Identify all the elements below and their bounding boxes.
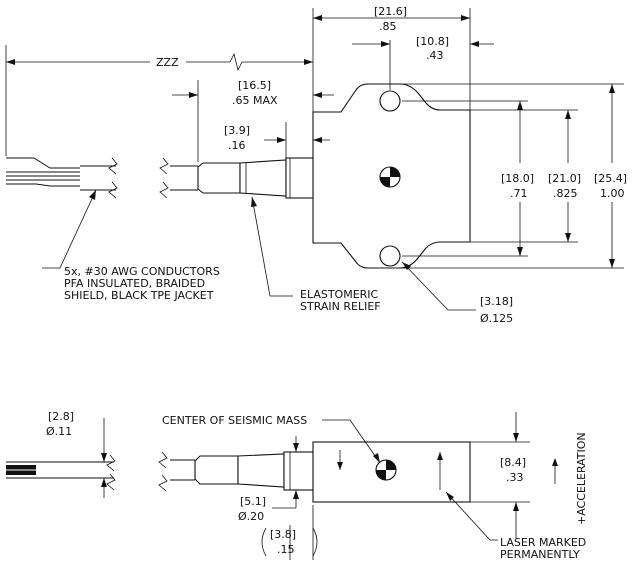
dim-cable-dia-mm: [2.8] (48, 410, 74, 423)
note-conductors-2: PFA INSULATED, BRAIDED (64, 277, 205, 290)
dim-height-25: [25.4] 1.00 (400, 83, 627, 269)
dim-relief-step: [3.8] .15 (261, 505, 318, 560)
dim-relief-step-mm: [3.8] (270, 528, 296, 541)
note-seismic-mass: CENTER OF SEISMIC MASS (162, 414, 307, 427)
dim-relief-dia-mm: [5.1] (240, 495, 266, 508)
dim-height-21: [21.0] .825 (470, 109, 581, 243)
dim-side-height: [8.4] .33 (470, 412, 530, 538)
dim-cable-dia-in: Ø.11 (46, 425, 72, 438)
dim-relief-length-mm: [16.5] (238, 79, 271, 92)
side-cable (6, 451, 195, 492)
dim-width-mm: [21.6] (374, 5, 407, 18)
note-relief-2: STRAIN RELIEF (300, 300, 381, 313)
dim-hole-offset-mm: [10.8] (416, 35, 449, 48)
dim-cable-dia: [2.8] Ø.11 (46, 410, 110, 498)
note-laser-1: LASER MARKED (500, 536, 586, 549)
dim-height-25-in: 1.00 (600, 187, 625, 200)
top-view: [21.6] .85 [10.8] .43 ZZZ (5, 5, 627, 325)
dim-width-in: .85 (379, 20, 397, 33)
dim-hole-offset: [10.8] .43 (352, 35, 494, 90)
dim-relief-tip-mm: [3.9] (224, 124, 250, 137)
side-center-of-mass-symbol (375, 459, 397, 481)
dim-relief-tip-in: .16 (228, 139, 246, 152)
side-view: [2.8] Ø.11 [5.1] Ø.20 [3.8] .15 CENTER O… (6, 410, 588, 561)
dim-height-18: [18.0] .71 (402, 100, 534, 257)
callout-laser-marked: LASER MARKED PERMANENTLY (445, 491, 586, 561)
note-conductors-3: SHIELD, BLACK TPE JACKET (64, 289, 214, 302)
dim-height-18-mm: [18.0] (501, 172, 534, 185)
dim-relief-length-in: .65 MAX (232, 94, 278, 107)
acceleration-indicator: +ACCELERATION (552, 432, 588, 525)
strain-relief (197, 157, 314, 199)
dim-side-height-mm: [8.4] (500, 456, 526, 469)
dim-height-21-in: .825 (553, 187, 578, 200)
dim-relief-dia-in: Ø.20 (238, 510, 264, 523)
note-acceleration: +ACCELERATION (575, 432, 588, 525)
note-conductors-1: 5x, #30 AWG CONDUCTORS (64, 265, 220, 278)
callout-strain-relief: ELASTOMERIC STRAIN RELIEF (251, 196, 381, 313)
dim-height-21-mm: [21.0] (548, 172, 581, 185)
cable (6, 157, 198, 199)
callout-hole-diameter: [3.18] Ø.125 (401, 261, 513, 325)
mounting-hole-bottom (379, 245, 401, 267)
mounting-hole-top (379, 90, 401, 112)
dim-hole-dia-mm: [3.18] (480, 295, 513, 308)
callout-conductors: 5x, #30 AWG CONDUCTORS PFA INSULATED, BR… (42, 189, 220, 302)
dim-side-height-in: .33 (506, 471, 524, 484)
dim-height-25-mm: [25.4] (594, 172, 627, 185)
dim-width: [21.6] .85 (312, 5, 471, 112)
dim-hole-dia-in: Ø.125 (480, 312, 513, 325)
dim-relief-dia: [5.1] Ø.20 (238, 436, 299, 523)
side-strain-relief (194, 451, 314, 491)
dim-hole-offset-in: .43 (426, 49, 444, 62)
center-of-mass-symbol (379, 166, 401, 188)
callout-seismic-mass: CENTER OF SEISMIC MASS (162, 414, 381, 464)
note-relief-1: ELASTOMERIC (300, 288, 379, 301)
note-laser-2: PERMANENTLY (500, 548, 580, 561)
dim-cable-length: ZZZ (5, 45, 313, 156)
dim-relief-step-in: .15 (277, 543, 295, 556)
dim-cable-length-label: ZZZ (156, 56, 179, 69)
dim-relief-length: [16.5] .65 MAX (172, 79, 334, 162)
dim-relief-tip: [3.9] .16 (224, 122, 330, 158)
dim-height-18-in: .71 (510, 187, 528, 200)
